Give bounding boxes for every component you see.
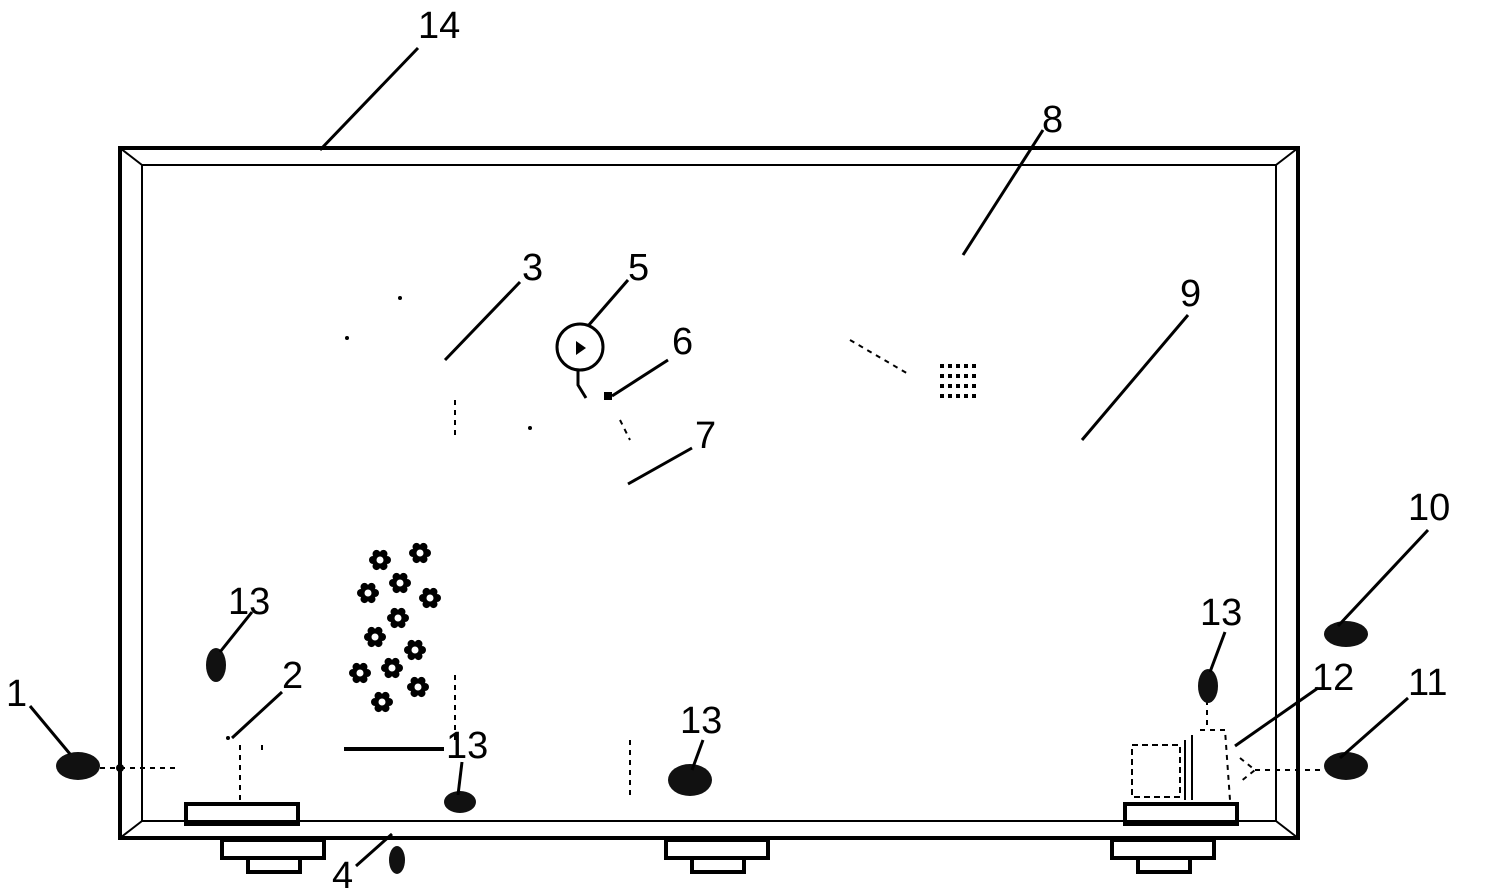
callout-8: 8 [1042, 99, 1063, 141]
callout-11: 11 [1408, 662, 1447, 704]
grid-dot [956, 394, 960, 398]
connector-node [604, 392, 612, 400]
callout-13-left: 13 [228, 581, 270, 623]
gear-flower [364, 626, 386, 648]
blob-13-bottom [444, 791, 476, 813]
gear-cluster [349, 542, 441, 713]
callout-13-bottom: 13 [446, 725, 488, 767]
gear-flower [407, 676, 429, 698]
grid-dot [964, 374, 968, 378]
callout-4: 4 [332, 855, 353, 895]
blob-13-center [668, 764, 712, 796]
gear-flower [387, 607, 409, 629]
grid-dot [972, 364, 976, 368]
callout-5: 5 [628, 247, 649, 289]
gear-flower [349, 662, 371, 684]
gear-flower [381, 657, 403, 679]
grid-dot [948, 364, 952, 368]
circular-sensor [555, 322, 605, 399]
blob-4 [389, 846, 405, 874]
grid-dot [964, 384, 968, 388]
callout-7: 7 [695, 415, 716, 457]
callout-14: 14 [418, 5, 460, 47]
dot-grid [940, 364, 976, 398]
blob-1 [56, 752, 100, 780]
horizontal-bar [344, 675, 456, 751]
grid-dot [948, 394, 952, 398]
gear-flower [357, 582, 379, 604]
callout-2: 2 [282, 655, 303, 697]
callout-10: 10 [1408, 487, 1450, 529]
blob-13-right [1198, 669, 1218, 703]
grid-dot [956, 384, 960, 388]
wire-lines [100, 764, 1325, 772]
grid-dot [940, 374, 944, 378]
blob-components [56, 621, 1368, 874]
blob-11 [1324, 752, 1368, 780]
callout-13-right: 13 [1200, 592, 1242, 634]
gear-flower [369, 549, 391, 571]
grid-dot [948, 384, 952, 388]
grid-dot [964, 394, 968, 398]
grid-dot [940, 364, 944, 368]
callout-13-center: 13 [680, 700, 722, 742]
grid-dot [972, 394, 976, 398]
gear-flower [409, 542, 431, 564]
grid-dot [956, 364, 960, 368]
gear-flower [404, 639, 426, 661]
grid-dot [940, 394, 944, 398]
leader-lines [28, 46, 1430, 868]
callout-1: 1 [6, 673, 27, 715]
grid-dot [956, 374, 960, 378]
gear-flower [419, 587, 441, 609]
gear-flower [371, 691, 393, 713]
dashed-structure [345, 296, 911, 441]
callout-12: 12 [1312, 657, 1354, 699]
callout-6: 6 [672, 321, 693, 363]
grid-dot [972, 374, 976, 378]
callout-3: 3 [522, 247, 543, 289]
blob-13-left [206, 648, 226, 682]
grid-dot [948, 374, 952, 378]
grid-dot [964, 364, 968, 368]
gear-flower [389, 572, 411, 594]
grid-dot [972, 384, 976, 388]
grid-dot [940, 384, 944, 388]
callout-labels: 14 8 3 5 6 7 9 10 11 12 13 13 13 13 2 1 … [6, 5, 1450, 895]
left-post [226, 736, 263, 800]
right-housing [629, 700, 1257, 801]
blob-10 [1324, 621, 1368, 647]
base-plates [184, 802, 1239, 874]
callout-9: 9 [1180, 273, 1201, 315]
